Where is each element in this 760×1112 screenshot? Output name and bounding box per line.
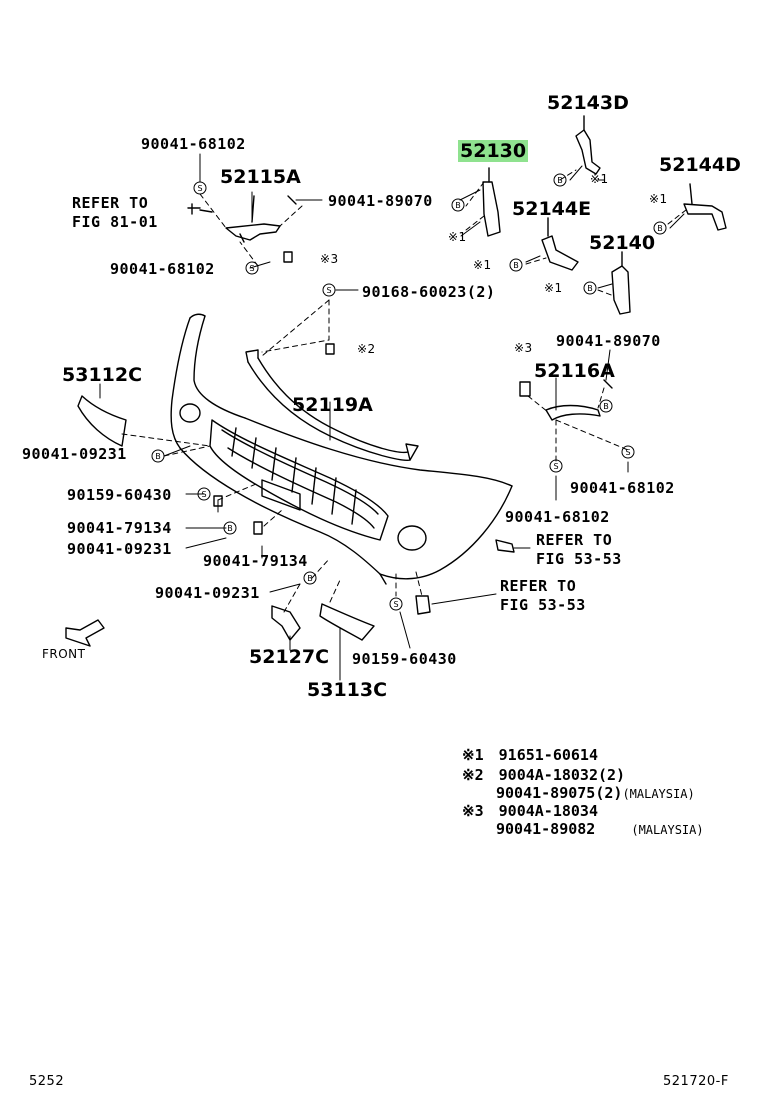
part-52115A-shape[interactable]	[187, 195, 297, 263]
svg-text:S: S	[249, 264, 254, 273]
marker-x3-left: ※3	[320, 252, 339, 266]
bolt-label-90041-09231-left2[interactable]: 90041-09231	[67, 540, 172, 558]
part-52143D-shape[interactable]	[575, 115, 601, 175]
bolt-label-90041-68102-right2[interactable]: 90041-68102	[505, 508, 610, 526]
note-2-line1[interactable]: 9004A-18032(2)	[498, 766, 626, 784]
refer-label-bottom-line1: REFER TO	[500, 577, 577, 595]
part-label-53113C[interactable]: 53113C	[307, 679, 388, 701]
part-53112C-shape[interactable]	[77, 395, 127, 447]
part-label-52144E[interactable]: 52144E	[512, 198, 592, 220]
marker-x3-right: ※3	[514, 341, 533, 355]
highlighted-part-52130[interactable]: 52130	[458, 140, 529, 162]
refer-label-left-line2[interactable]: FIG 81-01	[72, 213, 158, 231]
note-2-mark: ※2	[462, 766, 484, 784]
note-3-mark: ※3	[462, 802, 484, 820]
note-1-line1[interactable]: 91651-60614	[498, 746, 598, 764]
svg-text:B: B	[307, 574, 313, 583]
bolt-label-90041-68102-right[interactable]: 90041-68102	[570, 479, 675, 497]
part-label-52116A[interactable]: 52116A	[534, 360, 615, 382]
svg-text:B: B	[155, 452, 161, 461]
note-1-mark: ※1	[462, 746, 484, 764]
svg-text:S: S	[201, 490, 206, 499]
svg-text:S: S	[553, 462, 558, 471]
bolt-label-90041-89070-top[interactable]: 90041-89070	[328, 192, 433, 210]
svg-text:S: S	[625, 448, 630, 457]
refer-label-right-line1: REFER TO	[536, 531, 613, 549]
svg-text:B: B	[513, 261, 519, 270]
part-label-52130[interactable]: 52130	[458, 140, 529, 162]
refer-label-left-line1: REFER TO	[72, 194, 149, 212]
marker-x2: ※2	[357, 342, 376, 356]
footer-right-code: 521720-F	[663, 1074, 729, 1089]
marker-x1-52130: ※1	[448, 230, 467, 244]
svg-text:B: B	[657, 224, 663, 233]
part-label-52115A[interactable]: 52115A	[220, 166, 301, 188]
bolt-label-90041-79134-left[interactable]: 90041-79134	[67, 519, 172, 537]
svg-text:S: S	[393, 600, 398, 609]
part-52130-shape[interactable]	[482, 167, 501, 237]
note-2-line2-row: 90041-89075(2)(MALAYSIA)	[496, 784, 695, 802]
svg-text:B: B	[557, 176, 563, 185]
svg-text:B: B	[587, 284, 593, 293]
part-label-52119A[interactable]: 52119A	[292, 394, 373, 416]
bumper-cover-52119A[interactable]	[170, 313, 513, 585]
marker-x1-52143D: ※1	[590, 172, 609, 186]
note-3-suffix: (MALAYSIA)	[631, 823, 704, 837]
front-arrow-icon	[65, 619, 105, 647]
bolt-label-90168-60023[interactable]: 90168-60023(2)	[362, 283, 496, 301]
bolt-label-90159-60430-left[interactable]: 90159-60430	[67, 486, 172, 504]
part-52127C-shape[interactable]	[271, 605, 301, 641]
bolt-label-90041-89070-right[interactable]: 90041-89070	[556, 332, 661, 350]
part-label-52144D[interactable]: 52144D	[659, 154, 741, 176]
part-label-52140[interactable]: 52140	[589, 232, 656, 254]
refer-label-bottom-line2[interactable]: FIG 53-53	[500, 596, 586, 614]
note-3-line2[interactable]: 90041-89082	[496, 820, 596, 838]
svg-text:B: B	[227, 524, 233, 533]
bolt-label-90041-09231-left[interactable]: 90041-09231	[22, 445, 127, 463]
footer-left-code: 5252	[29, 1074, 65, 1089]
part-label-53112C[interactable]: 53112C	[62, 364, 143, 386]
marker-x1-52140: ※1	[544, 281, 563, 295]
part-52116A-shape[interactable]	[519, 379, 613, 421]
svg-text:B: B	[455, 201, 461, 210]
refer-label-right-line2[interactable]: FIG 53-53	[536, 550, 622, 568]
bolt-label-90041-68102-top[interactable]: 90041-68102	[141, 135, 246, 153]
note-3-line1[interactable]: 9004A-18034	[498, 802, 598, 820]
note-1: ※1 91651-60614	[462, 746, 598, 764]
part-52140-shape[interactable]	[611, 251, 631, 315]
marker-x1-52144D: ※1	[649, 192, 668, 206]
svg-text:B: B	[603, 402, 609, 411]
note-3-line2-row: 90041-89082 (MALAYSIA)	[496, 820, 704, 838]
svg-text:S: S	[197, 184, 202, 193]
svg-text:S: S	[326, 286, 331, 295]
note-2-line2[interactable]: 90041-89075(2)	[496, 784, 623, 802]
part-52144E-shape[interactable]	[541, 217, 579, 271]
bolt-label-90041-79134-mid[interactable]: 90041-79134	[203, 552, 308, 570]
front-label: FRONT	[42, 647, 86, 661]
part-label-52143D[interactable]: 52143D	[547, 92, 629, 114]
note-3: ※3 9004A-18034	[462, 802, 598, 820]
bolt-label-90041-68102-left[interactable]: 90041-68102	[110, 260, 215, 278]
marker-x1-52144E: ※1	[473, 258, 492, 272]
bolt-label-90041-09231-bottom[interactable]: 90041-09231	[155, 584, 260, 602]
part-53113C-shape[interactable]	[319, 603, 375, 641]
note-2-suffix: (MALAYSIA)	[622, 787, 695, 801]
bolt-label-90159-60430-bottom[interactable]: 90159-60430	[352, 650, 457, 668]
note-2: ※2 9004A-18032(2)	[462, 766, 625, 784]
part-label-52127C[interactable]: 52127C	[249, 646, 330, 668]
part-52144D-shape[interactable]	[683, 183, 727, 231]
